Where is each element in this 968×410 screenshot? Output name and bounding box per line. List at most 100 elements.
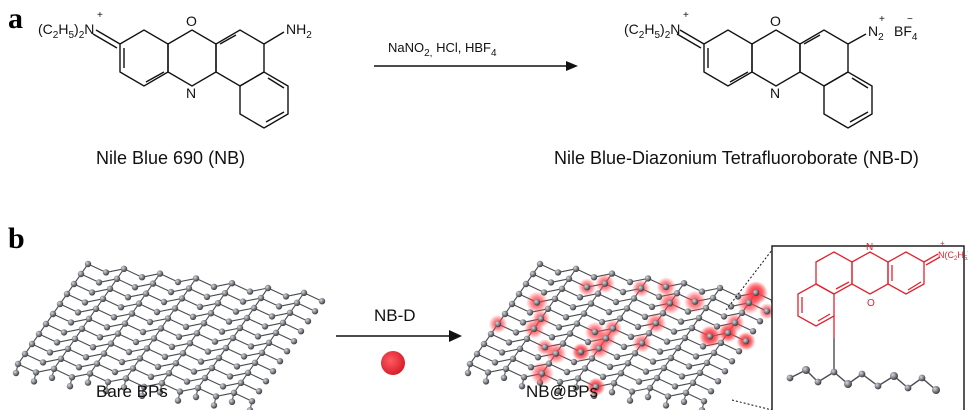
bp-atom: [161, 353, 169, 360]
bp-atom: [156, 270, 164, 277]
bp-atom: [814, 378, 822, 386]
bp-bond: [296, 302, 316, 312]
bp-atom: [60, 329, 68, 336]
bp-atom: [544, 305, 552, 312]
bp-bond: [131, 313, 151, 323]
bp-atom: [160, 298, 168, 306]
bp-atom: [210, 283, 218, 290]
bp-atom: [210, 402, 218, 409]
bp-atom: [756, 318, 764, 325]
bp-atom: [689, 379, 697, 386]
bp-atom: [154, 363, 162, 370]
bp-atom: [509, 355, 517, 362]
bp-atom: [283, 348, 291, 355]
bp-bond: [539, 263, 559, 273]
bp-atom: [215, 354, 223, 362]
bp-atom: [211, 338, 219, 345]
bp-atom: [548, 334, 556, 341]
bp-bond: [211, 367, 231, 377]
bp-atom: [630, 295, 638, 302]
bp-bond: [260, 297, 280, 307]
bp-atom: [534, 354, 542, 361]
bp-atom: [218, 328, 226, 335]
bp-atom: [918, 374, 926, 382]
bp-atom: [66, 383, 74, 390]
bp-atom: [601, 280, 609, 287]
bp-atom: [703, 359, 711, 366]
bp-bond: [123, 268, 143, 278]
bp-atom: [644, 275, 652, 282]
bp-atom: [251, 359, 259, 366]
bp-bond: [246, 317, 266, 327]
bp-atom: [125, 348, 133, 356]
bp-atom: [275, 303, 283, 310]
bp-atom: [558, 285, 566, 292]
bp-bond: [720, 342, 740, 352]
panel-letter-a: a: [8, 2, 23, 35]
bp-atom: [662, 402, 670, 409]
bp-bond: [663, 367, 683, 377]
bp-atom: [57, 355, 65, 362]
bp-bond: [232, 337, 252, 347]
bp-bond: [247, 372, 267, 382]
bp-bond: [584, 367, 604, 378]
bp-atom: [207, 310, 215, 317]
bp-atom: [248, 398, 256, 405]
bp-atom: [556, 378, 564, 386]
bp-atom: [728, 358, 736, 365]
bp-atom: [587, 300, 595, 307]
reactant-ring-n: N: [186, 85, 196, 101]
bp-atom: [82, 354, 90, 361]
bp-atom: [221, 290, 229, 297]
functionalization-arrow: [336, 330, 462, 342]
bp-atom: [830, 368, 838, 376]
reaction-scheme: (C2H5)2N + O N NH2 NaNO2, HCl, HBF4 (C2H…: [38, 10, 918, 129]
inset-box: [771, 245, 965, 410]
bp-atom: [662, 283, 670, 290]
bp-atom: [132, 338, 140, 346]
product-charge: +: [683, 10, 689, 21]
bp-atom: [685, 363, 693, 370]
bp-bond: [583, 313, 603, 323]
bp-atom: [498, 349, 506, 356]
product-n2-charge: +: [879, 14, 885, 25]
bp-bond: [547, 308, 567, 318]
bp-atom: [53, 339, 61, 346]
bp-bond: [117, 333, 137, 343]
bp-bond: [138, 303, 158, 313]
bp-atom: [176, 388, 184, 395]
bp-atom: [624, 360, 632, 367]
bp-atom: [674, 344, 682, 352]
bp-atom: [547, 279, 555, 286]
bp-atom: [84, 260, 92, 268]
bp-atom: [64, 345, 72, 352]
bp-atom: [502, 365, 510, 372]
bp-atom: [623, 305, 631, 312]
bp-atom: [139, 328, 147, 336]
bp-atom: [318, 298, 326, 305]
bp-atom: [30, 378, 38, 385]
bp-atom: [272, 329, 280, 336]
bp-atom: [645, 330, 653, 337]
bp-atom: [595, 345, 603, 352]
bp-bond: [38, 333, 58, 343]
bp-bond: [231, 282, 251, 293]
bp-atom: [858, 370, 866, 378]
bp-bond: [677, 347, 697, 357]
bp-atom: [680, 280, 688, 287]
bp-atom: [688, 324, 696, 332]
bp-atom: [146, 318, 154, 326]
bp-atom: [282, 293, 290, 300]
bp-atom: [239, 298, 247, 305]
bp-bond: [713, 352, 733, 362]
bp-bond: [620, 372, 640, 383]
bp-bond: [125, 377, 145, 388]
bp-atom: [78, 325, 86, 332]
bp-atom: [466, 360, 474, 368]
bp-atom: [608, 270, 616, 277]
bp-atom: [230, 389, 238, 396]
bp-bond: [59, 303, 79, 313]
bp-atom: [745, 299, 753, 306]
bp-atom: [494, 320, 502, 328]
